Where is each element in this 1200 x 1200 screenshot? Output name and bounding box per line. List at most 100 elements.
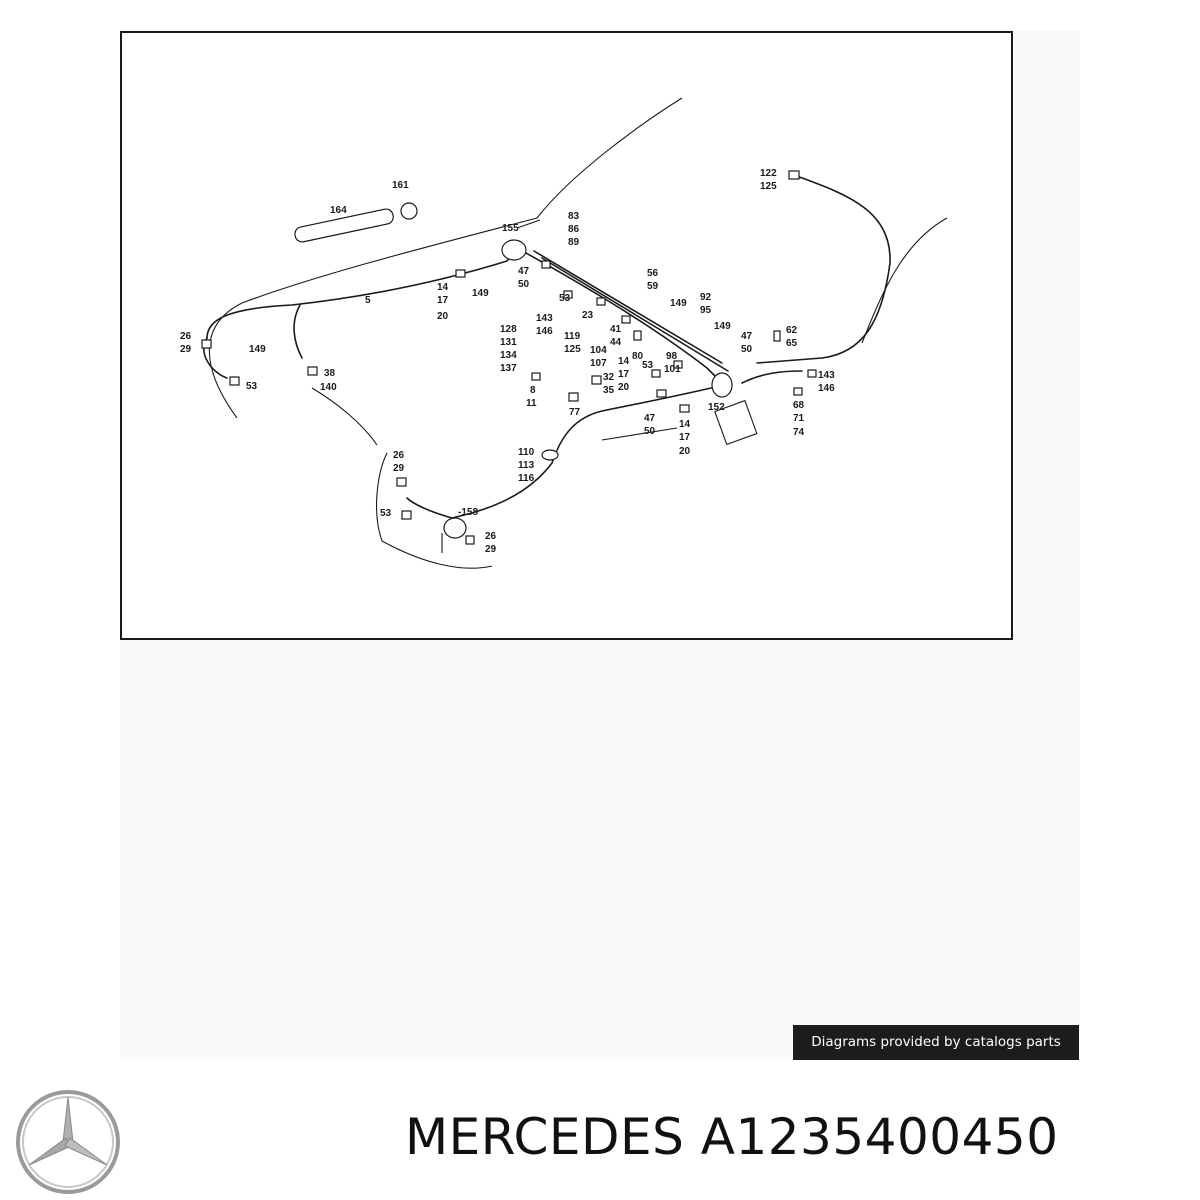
- harness-trunk-lower: [451, 384, 725, 519]
- connector-98: [673, 360, 683, 369]
- part-label: 50: [518, 279, 530, 290]
- part-label: 62: [786, 325, 798, 336]
- part-label: 26: [393, 450, 405, 461]
- connector-26c: [465, 535, 475, 545]
- part-label: 14: [437, 282, 449, 293]
- part-label: 149: [714, 321, 731, 332]
- part-label: 44: [610, 337, 622, 348]
- part-label: 26: [180, 331, 192, 342]
- connector-8: [531, 372, 541, 381]
- part-label: 119: [564, 331, 581, 342]
- part-label: 50: [741, 344, 753, 355]
- dash-line: [601, 427, 678, 441]
- connector-68: [793, 387, 803, 396]
- leader-155: [516, 219, 541, 229]
- main-harness-wire: [206, 247, 518, 339]
- part-label: 26: [485, 531, 497, 542]
- part-label: 29: [180, 344, 192, 355]
- part-label: 155: [502, 223, 519, 234]
- connector-56: [596, 297, 606, 306]
- part-label: 47: [741, 331, 753, 342]
- connector-32: [591, 375, 602, 385]
- bracket-152: [714, 399, 758, 446]
- connector-14: [455, 269, 466, 278]
- part-label: 113: [518, 460, 535, 471]
- part-label: 125: [564, 344, 581, 355]
- harness-branch-mid: [293, 304, 303, 359]
- connector-53d: [401, 510, 412, 520]
- part-label: 77: [569, 407, 581, 418]
- connector-53a: [229, 376, 240, 386]
- part-label: 17: [679, 432, 691, 443]
- part-label: 92: [700, 292, 712, 303]
- part-label: 53: [642, 360, 654, 371]
- connector-41: [621, 315, 631, 324]
- part-label: 161: [392, 180, 409, 191]
- part-label: 20: [437, 311, 449, 322]
- part-label: 101: [664, 364, 681, 375]
- part-label: 134: [500, 350, 517, 361]
- part-label: 8: [530, 385, 536, 396]
- part-label: 140: [320, 382, 337, 393]
- connector-143: [807, 369, 817, 378]
- part-label: 53: [380, 508, 392, 519]
- part-label: 107: [590, 358, 607, 369]
- connector-47c: [656, 389, 667, 398]
- part-label: 86: [568, 224, 580, 235]
- part-label: 80: [632, 351, 644, 362]
- part-label: 29: [485, 544, 497, 555]
- part-label: 59: [647, 281, 659, 292]
- part-label: 47: [518, 266, 530, 277]
- wiring-diagram-drawing: 161 164 155 83 86 89 122 125 47 50 14 17…: [180, 97, 948, 569]
- part-label: 20: [679, 446, 691, 457]
- connector-26b: [396, 477, 407, 487]
- part-label: 110: [518, 447, 535, 458]
- bumper-outline: [376, 452, 493, 569]
- part-label: 149: [249, 344, 266, 355]
- part-label: 11: [526, 398, 537, 409]
- part-label: 65: [786, 338, 798, 349]
- part-label: 56: [647, 268, 659, 279]
- part-label: 149: [670, 298, 687, 309]
- harness-top-bar: [533, 250, 723, 364]
- connector-80: [633, 330, 642, 341]
- central-connector: [711, 372, 733, 398]
- part-label: 146: [818, 383, 835, 394]
- part-label: 14: [618, 356, 630, 367]
- part-label: 146: [536, 326, 553, 337]
- part-label: 164: [330, 205, 347, 216]
- part-label: -158: [458, 507, 478, 518]
- part-label: 68: [793, 400, 805, 411]
- component-161: [400, 202, 418, 220]
- part-label: 53: [246, 381, 258, 392]
- harness-trunk: [516, 247, 725, 386]
- tube-164: [294, 208, 394, 243]
- connector-53b: [563, 290, 573, 299]
- part-label: 131: [500, 337, 517, 348]
- grommet-155: [501, 239, 527, 261]
- part-title: MERCEDES A1235400450: [405, 1108, 1059, 1166]
- part-label: 143: [536, 313, 553, 324]
- body-outline-left: [208, 97, 683, 419]
- part-number-labels: 161 164 155 83 86 89 122 125 47 50 14 17…: [180, 168, 835, 555]
- part-label: 29: [393, 463, 405, 474]
- part-label: 38: [324, 368, 336, 379]
- wiring-diagram: 161 164 155 83 86 89 122 125 47 50 14 17…: [120, 31, 1013, 640]
- connector-26a: [201, 339, 212, 349]
- harness-to-bumper: [406, 497, 453, 519]
- part-label: 98: [666, 351, 678, 362]
- part-label: 74: [793, 427, 805, 438]
- part-label: 128: [500, 324, 517, 335]
- connector-62: [773, 330, 781, 342]
- harness-top-bar-2: [541, 257, 729, 372]
- brand-name: MERCEDES: [405, 1108, 685, 1166]
- harness-right-upper: [756, 174, 891, 364]
- part-label: 152: [708, 402, 725, 413]
- part-label: 14: [679, 419, 691, 430]
- part-label: 17: [618, 369, 630, 380]
- part-label: 149: [472, 288, 489, 299]
- connector-38: [307, 366, 318, 376]
- part-label: 116: [518, 473, 535, 484]
- part-label: 137: [500, 363, 517, 374]
- part-label: 83: [568, 211, 580, 222]
